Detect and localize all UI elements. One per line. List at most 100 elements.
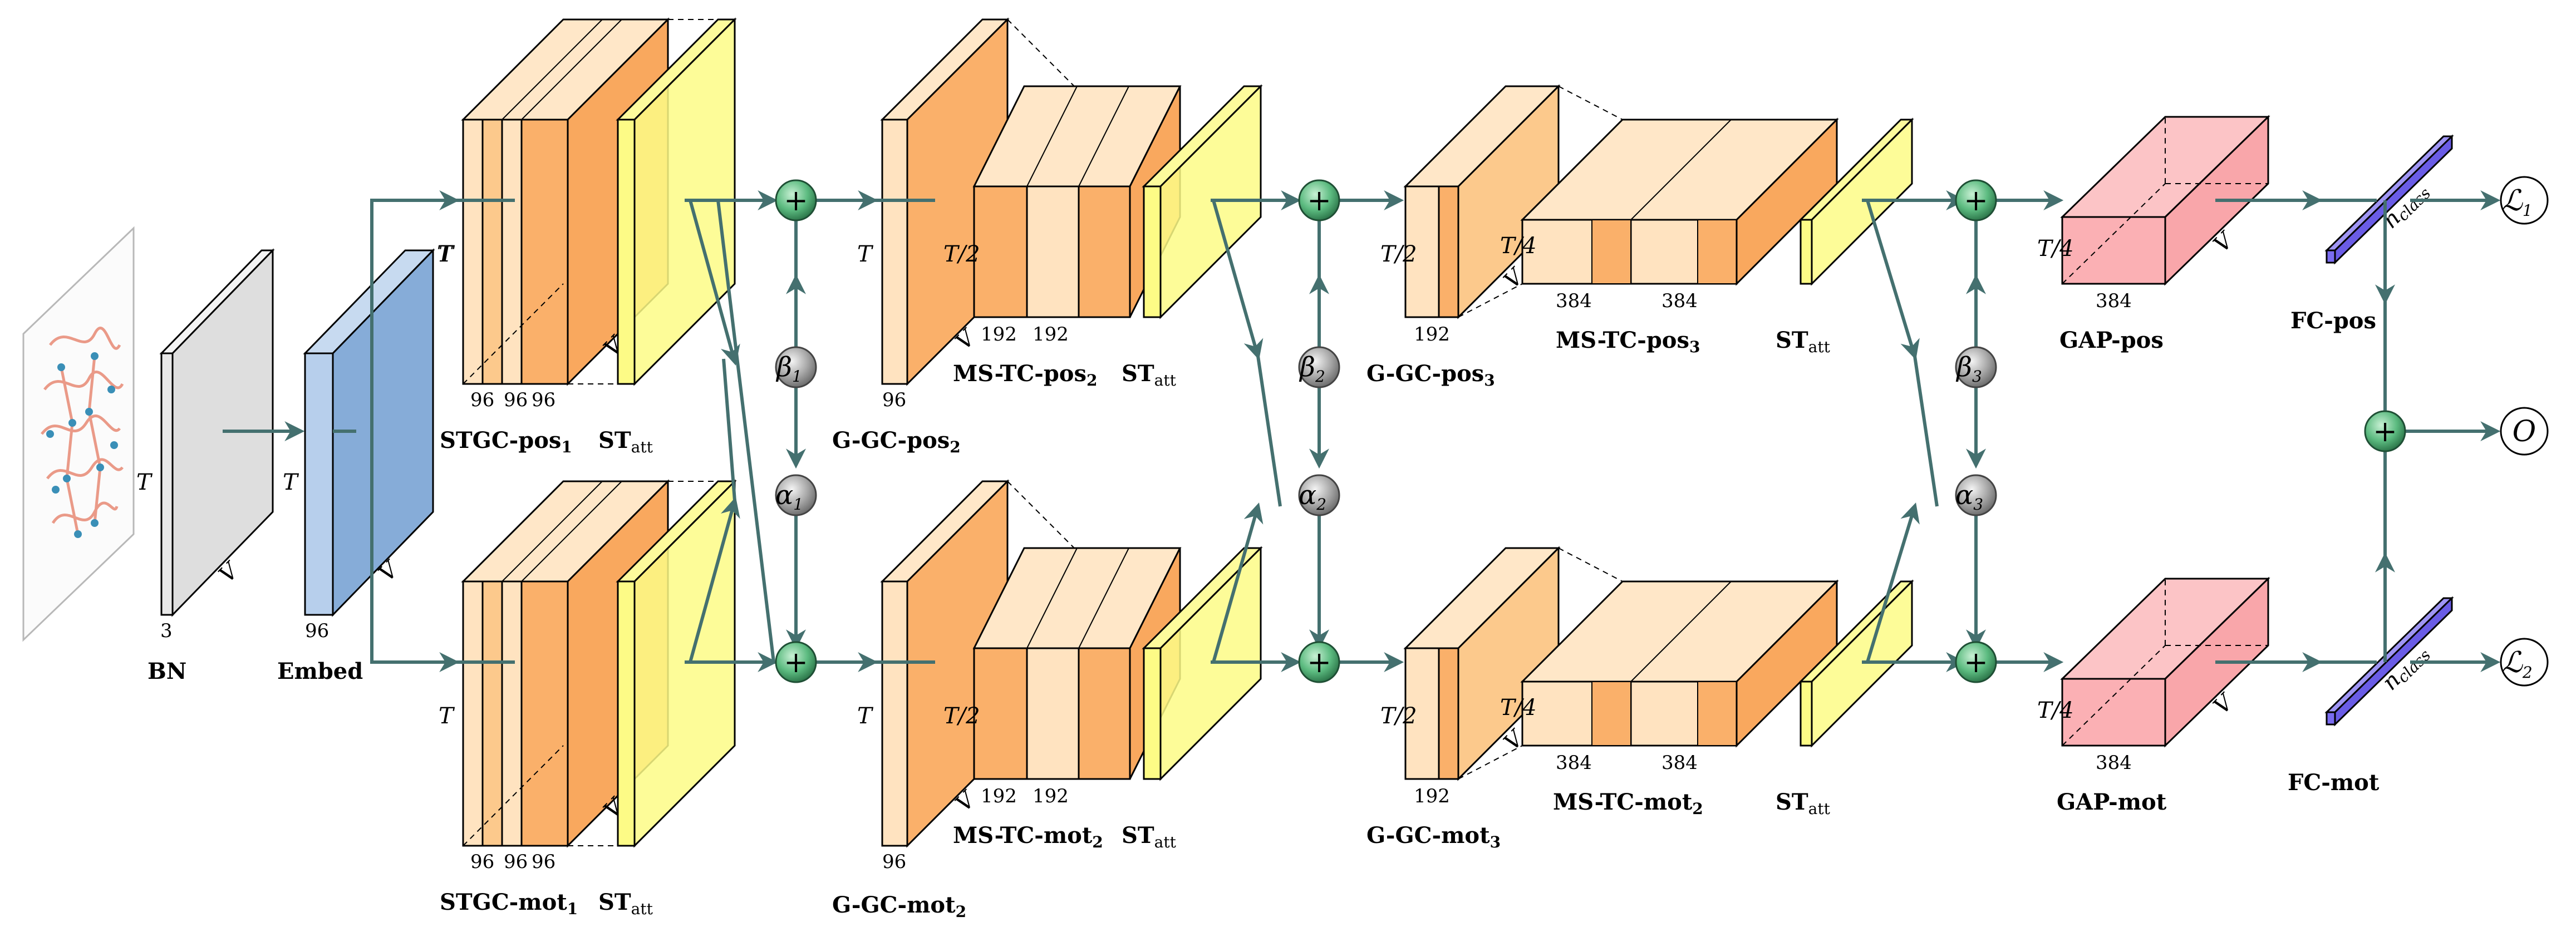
alpha-gate-3: α3 bbox=[1955, 474, 1997, 516]
mstc-mot2-t-label: T/2 bbox=[943, 703, 980, 729]
mstc-mot3-ch2: 384 bbox=[1661, 752, 1698, 774]
stgc-pos-ch1: 96 bbox=[470, 389, 494, 411]
ggc-pos2-t-label: T bbox=[857, 241, 874, 267]
mstc-pos2-ch1: 192 bbox=[981, 323, 1017, 346]
mstc-pos3-ch2: 384 bbox=[1661, 290, 1698, 312]
fc-mot-label: FC-mot bbox=[2288, 770, 2380, 796]
ggc-mot3-t-label: T/2 bbox=[1380, 703, 1417, 729]
plus-gate-bottom-3: + bbox=[1955, 641, 1997, 683]
st-att-label-bottom: STatt bbox=[598, 889, 653, 918]
ggc-mot2-label: G-GC-mot2 bbox=[832, 892, 966, 921]
ggc-pos2-channels: 96 bbox=[882, 389, 906, 411]
stgc-pos-label: STGC-pos1 bbox=[440, 427, 572, 456]
gap-mot-channels: 384 bbox=[2096, 752, 2132, 774]
ggc-pos3-label: G-GC-pos3 bbox=[1366, 361, 1495, 389]
mstc-pos3-t-label: T/4 bbox=[1500, 233, 1537, 259]
svg-text:ℒ1: ℒ1 bbox=[2501, 184, 2532, 220]
stgc-mot-ch3: 96 bbox=[532, 851, 555, 873]
mstc-mot3-label: MS-TC-mot2 bbox=[1553, 789, 1703, 818]
gap-pos-label: GAP-pos bbox=[2059, 327, 2164, 353]
mstc-mot2-block bbox=[907, 481, 1182, 846]
gap-mot-label: GAP-mot bbox=[2057, 789, 2167, 815]
ggc-pos2-label: G-GC-pos2 bbox=[832, 427, 961, 456]
svg-text:α1: α1 bbox=[775, 480, 803, 514]
o-output: O bbox=[2500, 407, 2549, 456]
beta-gate-1: β1 bbox=[775, 346, 817, 388]
plus-gate-bottom-2: + bbox=[1298, 641, 1340, 683]
bn-t-label: T bbox=[136, 470, 153, 495]
gap-mot-t-label: T/4 bbox=[2037, 698, 2074, 723]
st-att-label-bottom-2: STatt bbox=[1122, 822, 1177, 851]
plus-gate-bottom-1: + bbox=[775, 641, 817, 683]
alpha-gate-2: α2 bbox=[1298, 474, 1340, 516]
embed-t-label-top: T bbox=[437, 241, 454, 267]
ggc-pos3-block bbox=[1403, 84, 1561, 319]
plus-gate-top-1: + bbox=[775, 179, 817, 221]
fc-pos-label: FC-pos bbox=[2290, 308, 2376, 334]
mstc-mot2-ch2: 192 bbox=[1033, 785, 1069, 807]
mstc-mot3-ch1: 384 bbox=[1556, 752, 1592, 774]
bn-label: BN bbox=[148, 658, 186, 684]
svg-text:α3: α3 bbox=[1955, 480, 1983, 514]
svg-text:β2: β2 bbox=[1299, 352, 1325, 386]
loss2-output: ℒ2 bbox=[2500, 638, 2549, 687]
st-att-label-top-3: STatt bbox=[1776, 327, 1831, 356]
svg-text:+: + bbox=[2373, 415, 2397, 448]
mstc-pos3-ch1: 384 bbox=[1556, 290, 1592, 312]
mstc-mot3-block bbox=[1458, 548, 1839, 780]
bn-channels: 3 bbox=[160, 620, 173, 642]
ggc-mot2-t-label: T bbox=[857, 703, 874, 729]
svg-text:+: + bbox=[784, 646, 808, 679]
fc-mot-block bbox=[2324, 596, 2454, 727]
ggc-mot3-label: G-GC-mot3 bbox=[1366, 822, 1501, 851]
svg-text:ℒ2: ℒ2 bbox=[2501, 646, 2532, 682]
embed-t-label-left: T bbox=[283, 470, 299, 495]
embed-block bbox=[303, 248, 435, 617]
stgc-pos-ch2: 96 bbox=[504, 389, 528, 411]
flow-lines bbox=[223, 190, 2501, 672]
stgc-mot-label: STGC-mot1 bbox=[440, 889, 578, 918]
beta-gate-2: β2 bbox=[1298, 346, 1340, 388]
input-skeleton-image bbox=[22, 226, 135, 642]
stgc-pos-ch3: 96 bbox=[532, 389, 555, 411]
ggc-mot3-channels: 192 bbox=[1414, 785, 1450, 807]
svg-text:+: + bbox=[1964, 646, 1988, 679]
svg-text:+: + bbox=[1964, 184, 1988, 218]
embed-channels: 96 bbox=[305, 620, 329, 642]
mstc-pos2-ch2: 192 bbox=[1033, 323, 1069, 346]
embed-label: Embed bbox=[277, 658, 363, 684]
st-att-label-top-2: STatt bbox=[1122, 361, 1177, 389]
mstc-mot2-ch1: 192 bbox=[981, 785, 1017, 807]
svg-text:α2: α2 bbox=[1299, 480, 1326, 514]
svg-text:+: + bbox=[784, 184, 808, 218]
ggc-mot3-block bbox=[1403, 546, 1561, 781]
mstc-pos3-block bbox=[1458, 86, 1839, 318]
mstc-mot2-label: MS-TC-mot2 bbox=[953, 822, 1103, 851]
gap-pos-t-label: T/4 bbox=[2037, 236, 2074, 262]
loss1-output: ℒ1 bbox=[2500, 176, 2549, 225]
ggc-mot2-channels: 96 bbox=[882, 851, 906, 873]
mstc-pos2-t-label: T/2 bbox=[943, 241, 980, 267]
plus-gate-final: + bbox=[2364, 410, 2406, 452]
ggc-pos2-block bbox=[880, 17, 1010, 386]
st-att-label-bottom-3: STatt bbox=[1776, 789, 1831, 818]
stgc-pos-t-label: T bbox=[439, 241, 455, 267]
mstc-pos3-label: MS-TC-pos3 bbox=[1556, 327, 1700, 356]
stgc-mot-ch1: 96 bbox=[470, 851, 494, 873]
ggc-pos3-t-label: T/2 bbox=[1380, 241, 1417, 267]
alpha-gate-1: α1 bbox=[775, 474, 817, 516]
plus-gate-top-3: + bbox=[1955, 179, 1997, 221]
svg-text:O: O bbox=[2513, 415, 2536, 448]
mstc-pos2-label: MS-TC-pos2 bbox=[953, 361, 1097, 389]
fc-pos-block bbox=[2324, 134, 2454, 265]
svg-text:+: + bbox=[1307, 184, 1331, 218]
stgc-mot-ch2: 96 bbox=[504, 851, 528, 873]
plus-gate-top-2: + bbox=[1298, 179, 1340, 221]
stgc-mot-t-label: T bbox=[439, 703, 455, 729]
svg-text:β1: β1 bbox=[775, 352, 802, 386]
svg-text:+: + bbox=[1307, 646, 1331, 679]
beta-gate-3: β3 bbox=[1955, 346, 1997, 388]
gap-pos-channels: 384 bbox=[2096, 290, 2132, 312]
ggc-pos3-channels: 192 bbox=[1414, 323, 1450, 346]
mstc-mot3-t-label: T/4 bbox=[1500, 695, 1537, 721]
